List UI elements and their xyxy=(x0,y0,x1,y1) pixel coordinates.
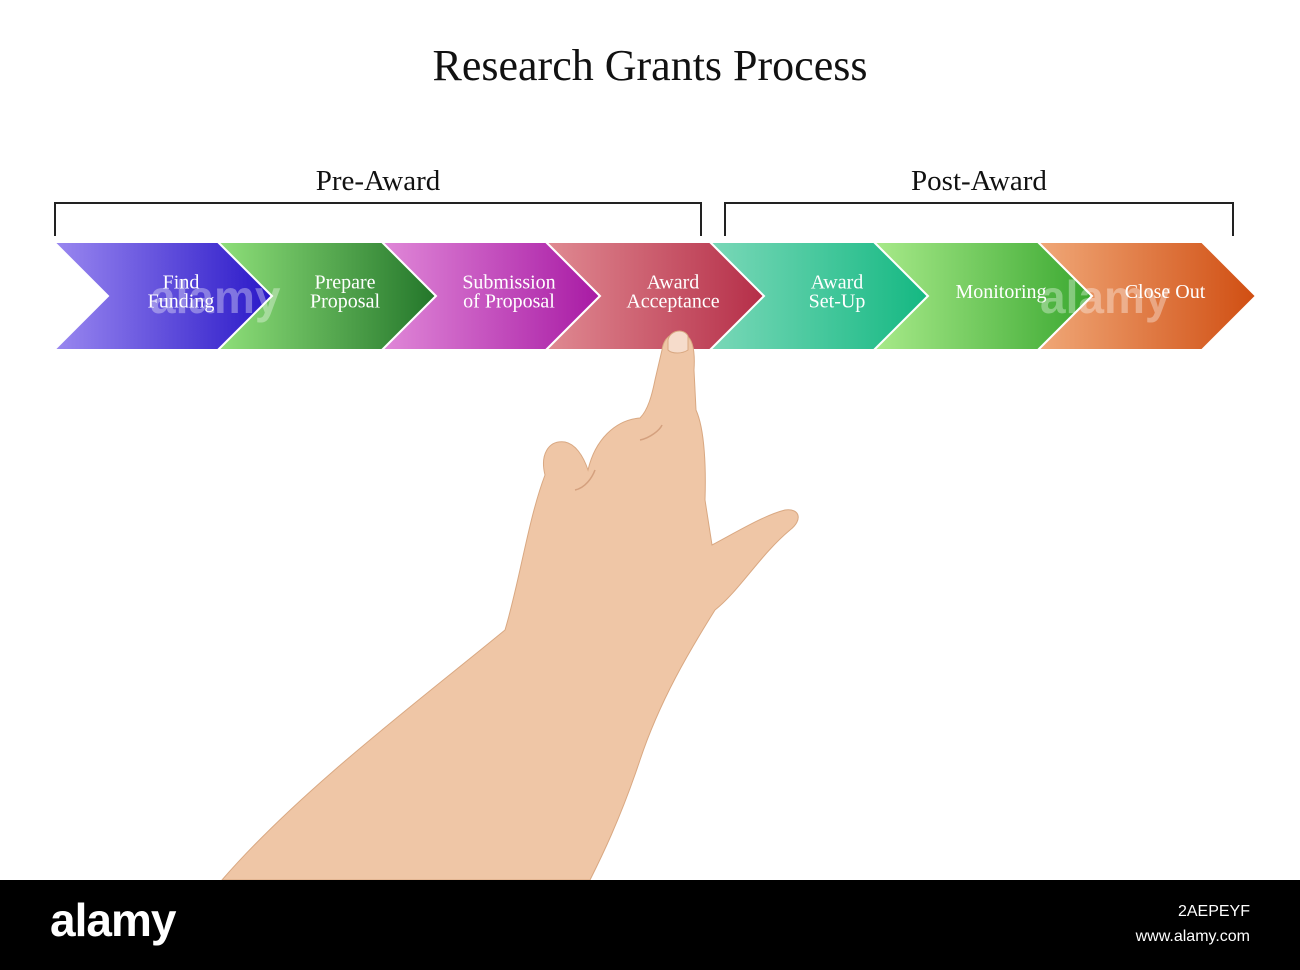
chevron-step-1-label-2: Funding xyxy=(148,291,215,313)
hand-nail xyxy=(667,330,689,354)
chevron-step-5-label-1: Award xyxy=(811,272,864,294)
phase-bracket-pre-award xyxy=(54,202,702,236)
chevron-step-3-label-1: Submission xyxy=(462,272,555,294)
chevron-step-5-label-2: Set-Up xyxy=(809,291,866,313)
phase-label-pre-award: Pre-Award xyxy=(315,165,441,197)
diagram-canvas: Research Grants Process Pre-Award Post-A… xyxy=(54,41,1258,880)
chevron-step-1-label-1: Find xyxy=(163,272,200,294)
chevron-step-7 xyxy=(1035,241,1258,351)
alamy-logo: alamy xyxy=(50,894,176,946)
hand-arm xyxy=(221,332,799,880)
chevron-step-4-label-2: Acceptance xyxy=(626,291,719,313)
chevron-step-2-label-1: Prepare xyxy=(314,272,375,294)
chevron-step-2-label-2: Proposal xyxy=(310,291,380,313)
chevron-step-3-label-2: of Proposal xyxy=(463,291,555,313)
image-id: 2AEPEYF xyxy=(1177,903,1250,920)
phase-label-post-award: Post-Award xyxy=(911,165,1047,197)
pointing-hand xyxy=(221,330,799,880)
hand-knuckle-lines xyxy=(574,424,663,491)
chevron-step-7-label-1: Close Out xyxy=(1125,281,1206,303)
site-url: www.alamy.com xyxy=(1135,928,1250,945)
chevron-step-6-label-1: Monitoring xyxy=(955,281,1046,303)
phase-bracket-post-award xyxy=(724,202,1234,236)
diagram-title: Research Grants Process xyxy=(432,41,868,90)
chevron-step-4-label-1: Award xyxy=(647,272,700,294)
footer-bar xyxy=(0,880,1300,970)
